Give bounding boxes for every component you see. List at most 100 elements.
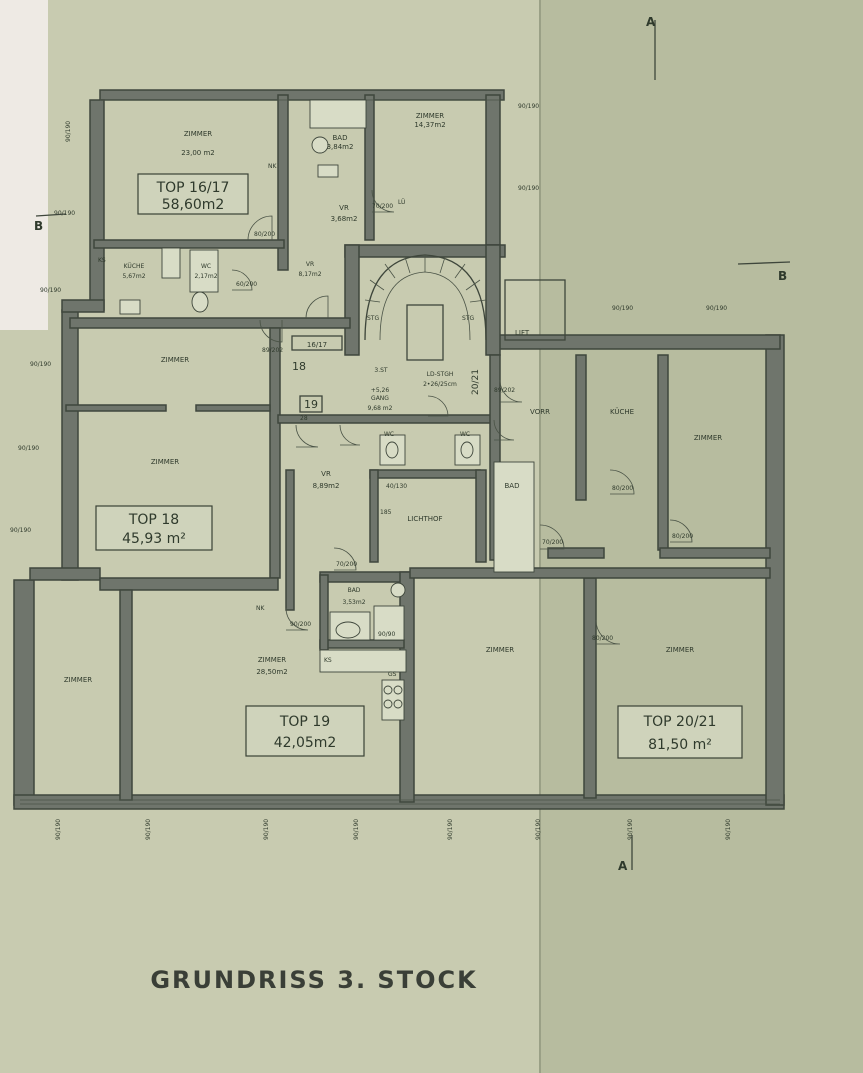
- window-dim: 90/190: [518, 103, 539, 110]
- room-name: KÜCHE: [610, 407, 634, 416]
- outer-walls: [13, 89, 785, 810]
- wc-label: WC: [384, 431, 394, 438]
- door-dim: 90/200: [290, 621, 311, 628]
- unit-top-2021: TOP 20/21 81,50 m²: [617, 705, 743, 759]
- room-name: ZIMMER: [184, 130, 212, 138]
- room-area: 28,50m2: [256, 668, 287, 676]
- room-name: BAD: [333, 134, 348, 142]
- unit-area: 42,05m2: [274, 735, 337, 751]
- room-area: 3,84m2: [327, 143, 354, 151]
- door-dim: 80/200: [592, 635, 613, 642]
- window-dim: 90/190: [10, 527, 31, 534]
- unit-top-18: TOP 18 45,93 m²: [95, 505, 213, 551]
- section-a-top: A: [646, 15, 656, 29]
- unit-name: TOP 16/17: [156, 180, 230, 196]
- door-numbers: 16/17 18 19 3.ST +5,26 20/21: [291, 335, 481, 413]
- room-area: 2,17m2: [194, 273, 217, 280]
- inner-walls: [65, 94, 771, 803]
- ks-label: KS: [98, 257, 106, 264]
- window-dim: 90/190: [535, 819, 542, 840]
- room-name: VR: [306, 261, 314, 268]
- room-name: ZIMMER: [666, 646, 694, 654]
- window-dim: 90/190: [706, 305, 727, 312]
- window-dim: 90/190: [627, 819, 634, 840]
- window-dim: 90/190: [18, 445, 39, 452]
- window-dim: 90/190: [353, 819, 360, 840]
- section-markers: A A B B: [34, 15, 791, 873]
- fixtures: [119, 99, 535, 721]
- door-dim: 60/200: [236, 281, 257, 288]
- door-dim: 80/200: [612, 485, 633, 492]
- window-dim: 90/190: [55, 819, 62, 840]
- room-area: 8,89m2: [313, 482, 340, 490]
- room-name: VORR: [530, 408, 550, 416]
- door-dim: 80/200: [254, 231, 275, 238]
- room-name: VR: [321, 470, 331, 478]
- room-area: 23,00 m2: [181, 149, 215, 157]
- fixture-labels: NK NK LÜ KS KS GS WC WC: [98, 163, 470, 678]
- room-name: KÜCHE: [124, 263, 145, 270]
- dim-185: 185: [380, 509, 392, 516]
- section-a-bottom: A: [618, 859, 628, 873]
- window-dim: 90/190: [263, 819, 270, 840]
- room-name: ZIMMER: [161, 356, 189, 364]
- unit-area: 58,60m2: [162, 197, 225, 213]
- dim-40: 40/130: [386, 483, 407, 490]
- staircase: STG STG: [364, 254, 487, 361]
- door-dim: 70/200: [372, 203, 393, 210]
- door-dim: 70/200: [336, 561, 357, 568]
- window-dim: 90/190: [725, 819, 732, 840]
- section-b-right: B: [778, 269, 787, 283]
- windows: [20, 99, 780, 805]
- room-area: 3,68m2: [331, 215, 358, 223]
- door-dim: 89/202: [262, 347, 283, 354]
- lift-shaft: LIFT: [504, 279, 566, 341]
- room-name: ZIMMER: [151, 458, 179, 466]
- room-area: 3,53m2: [342, 599, 365, 606]
- room-name: ZIMMER: [694, 434, 722, 442]
- room-name: VR: [339, 204, 349, 212]
- door-number-18: 18: [292, 360, 306, 373]
- room-name: BAD: [505, 482, 520, 490]
- window-dim: 90/190: [30, 361, 51, 368]
- plan-title: GRUNDRISS 3. STOCK: [150, 966, 477, 994]
- ks-label: KS: [324, 657, 332, 664]
- room-name: GANG: [371, 395, 389, 402]
- room-area: 5,67m2: [122, 273, 145, 280]
- door-number-2021: 20/21: [471, 369, 481, 395]
- unit-top-1617: TOP 16/17 58,60m2: [137, 173, 249, 215]
- unit-area: 45,93 m²: [122, 531, 186, 547]
- paper-right: [540, 0, 863, 1073]
- floor-label: 3.ST: [374, 367, 388, 374]
- room-name: LICHTHOF: [407, 515, 442, 523]
- unit-name: TOP 18: [128, 512, 179, 528]
- room-area: 8,17m2: [298, 271, 321, 278]
- room-name: ZIMMER: [64, 676, 92, 684]
- room-name: BAD: [348, 587, 361, 594]
- bath-dim: 90/90: [378, 631, 395, 638]
- lift-label: LIFT: [515, 329, 530, 337]
- door-number-1617: 16/17: [307, 341, 327, 349]
- stair-label-right: STG: [462, 315, 474, 322]
- window-dim: 90/190: [518, 185, 539, 192]
- elevation-label: +5,26: [371, 387, 390, 394]
- room-name: ZIMMER: [258, 656, 286, 664]
- window-dim: 90/190: [612, 305, 633, 312]
- stair-label-left: STG: [367, 315, 379, 322]
- paper-edge: [0, 0, 48, 330]
- wc-label: WC: [460, 431, 470, 438]
- window-dim: 90/190: [447, 819, 454, 840]
- door-dim: 89/202: [494, 387, 515, 394]
- room-labels: ZIMMER 23,00 m2 BAD 3,84m2 ZIMMER 14,37m…: [64, 112, 722, 684]
- door-number-19: 19: [304, 398, 318, 411]
- window-dim: 90/190: [40, 287, 61, 294]
- section-b-left: B: [34, 219, 43, 233]
- room-area: 2•26/25cm: [423, 381, 457, 388]
- nk-label: NK: [256, 605, 265, 612]
- room-area: 9,68 m2: [368, 405, 393, 412]
- room-area: 14,37m2: [414, 121, 445, 129]
- room-name: ZIMMER: [486, 646, 514, 654]
- nk-label: NK: [268, 163, 277, 170]
- window-dim: 90/190: [145, 819, 152, 840]
